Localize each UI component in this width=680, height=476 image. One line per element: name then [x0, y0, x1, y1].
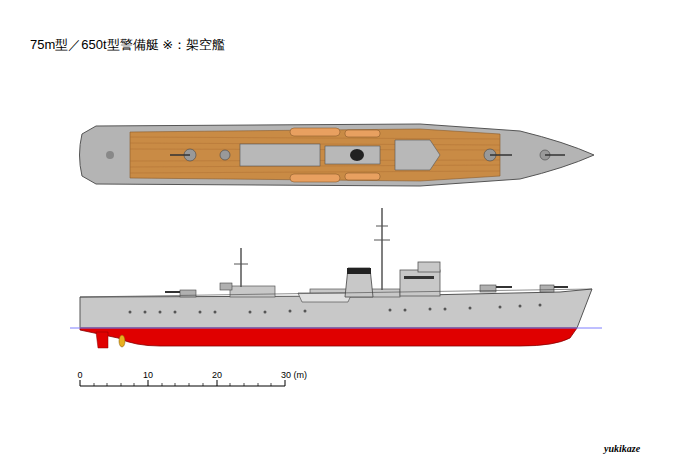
scale-number: 20	[212, 370, 222, 380]
title: 75m型／650t型警備艇 ※：架空艦	[30, 36, 225, 54]
top-view	[80, 124, 595, 186]
side-view	[70, 208, 602, 348]
scale-bar	[80, 380, 285, 386]
signature: yukikaze	[604, 443, 640, 454]
scale-number: 0	[77, 370, 82, 380]
scale-number: 30 (m)	[281, 370, 307, 380]
scale-number: 10	[143, 370, 153, 380]
